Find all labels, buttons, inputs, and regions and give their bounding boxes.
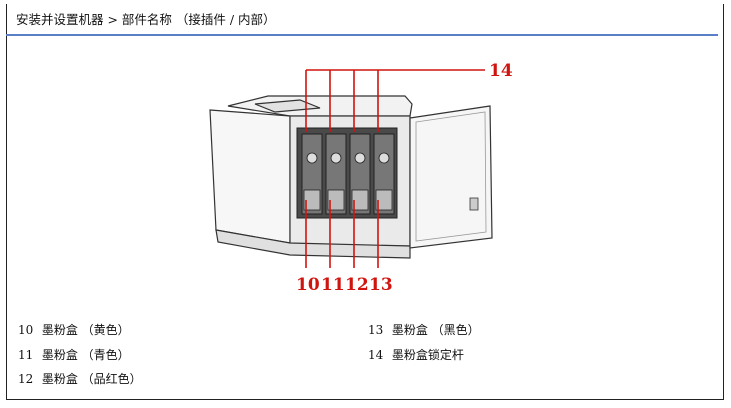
- callout-13: 13: [369, 275, 393, 295]
- breadcrumb-title: 安装并设置机器 > 部件名称 （接插件 / 内部）: [16, 12, 276, 27]
- callout-11: 11: [321, 275, 345, 295]
- callout-10: 10: [296, 275, 320, 295]
- printer-side: [209, 109, 291, 244]
- callout-14: 14: [489, 61, 513, 81]
- legend-item-14: 14 墨粉盒锁定杆: [368, 348, 464, 362]
- front-door: [409, 105, 493, 249]
- legend-item-13: 13 墨粉盒 （黑色）: [368, 323, 480, 337]
- page-frame: [6, 4, 724, 400]
- printer-drawing: 14 10 11 12 13: [209, 61, 513, 295]
- callout-12: 12: [345, 275, 369, 295]
- legend-item-11: 11 墨粉盒 （青色）: [18, 348, 130, 362]
- breadcrumb-header: 安装并设置机器 > 部件名称 （接插件 / 内部）: [6, 6, 718, 36]
- printer-illustration: 14 10 11 12 13: [200, 58, 530, 303]
- legend-item-10: 10 墨粉盒 （黄色）: [18, 323, 130, 337]
- legend-item-12: 12 墨粉盒 （品红色）: [18, 372, 142, 386]
